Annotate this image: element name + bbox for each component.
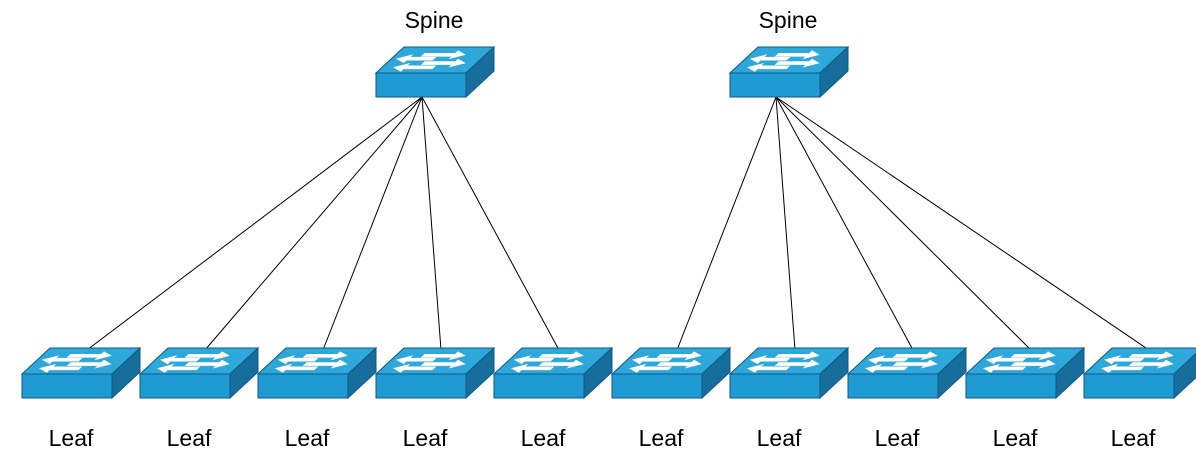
switch-side-face <box>937 346 967 400</box>
switch-arrows-icon <box>865 351 938 373</box>
switch-arrows-icon <box>1101 351 1174 373</box>
switch-front-face <box>965 373 1057 399</box>
leaf-switch-1 <box>20 346 142 400</box>
spine-switch-2 <box>728 45 850 99</box>
leaf-label: Leaf <box>1111 425 1156 451</box>
link-spine1-leaf2 <box>204 96 423 351</box>
switch-side-face <box>583 346 613 400</box>
switch-front-face <box>1083 373 1175 399</box>
switch-front-face <box>493 373 585 399</box>
link-spine1-leaf4 <box>421 96 442 351</box>
switch-side-face <box>1055 346 1085 400</box>
link-spine1-leaf1 <box>86 96 423 351</box>
link-spine2-leaf6 <box>676 96 777 351</box>
switch-side-face <box>465 346 495 400</box>
switch-front-face <box>257 373 349 399</box>
switch-side-face <box>229 346 259 400</box>
switch-arrows-icon <box>983 351 1056 373</box>
leaf-switch-9 <box>964 346 1086 400</box>
leaf-label: Leaf <box>757 425 802 451</box>
switch-arrows-icon <box>275 351 348 373</box>
spine-label: Spine <box>405 7 464 33</box>
links-layer <box>86 96 1150 351</box>
switch-side-face <box>1173 352 1196 400</box>
leaf-label: Leaf <box>285 425 330 451</box>
switch-front-face <box>729 373 821 399</box>
switch-arrows-icon <box>393 351 466 373</box>
leaf-label: Leaf <box>403 425 448 451</box>
switch-arrows-icon <box>747 351 820 373</box>
spine-switch-1 <box>374 45 496 99</box>
switch-arrows-icon <box>629 351 702 373</box>
switch-arrows-icon <box>39 351 112 373</box>
switch-side-face <box>347 346 377 400</box>
link-spine2-leaf7 <box>775 96 796 351</box>
link-spine2-leaf8 <box>775 96 914 351</box>
switch-front-face <box>729 72 821 98</box>
leaf-label: Leaf <box>639 425 684 451</box>
switch-arrows-icon <box>393 50 466 72</box>
leaf-label: Leaf <box>521 425 566 451</box>
switch-side-face <box>465 45 495 99</box>
link-spine1-leaf5 <box>421 96 560 351</box>
link-spine2-leaf9 <box>775 96 1032 351</box>
leaf-switch-2 <box>138 346 260 400</box>
switch-arrows-icon <box>157 351 230 373</box>
switch-arrows-icon <box>747 50 820 72</box>
switch-arrows-icon <box>511 351 584 373</box>
leaf-switch-7 <box>728 346 850 400</box>
switch-side-face <box>819 45 849 99</box>
switch-side-face <box>819 346 849 400</box>
leaf-label: Leaf <box>167 425 212 451</box>
leaf-label: Leaf <box>993 425 1038 451</box>
switch-front-face <box>611 373 703 399</box>
leaf-switch-3 <box>256 346 378 400</box>
leaf-label: Leaf <box>49 425 94 451</box>
leaf-switch-4 <box>374 346 496 400</box>
leaf-switch-6 <box>610 346 732 400</box>
switch-front-face <box>139 373 231 399</box>
link-spine1-leaf3 <box>322 96 423 351</box>
link-spine2-leaf10 <box>775 96 1150 351</box>
leaf-switch-5 <box>492 346 614 400</box>
switch-front-face <box>847 373 939 399</box>
spine-label: Spine <box>759 7 818 33</box>
switch-side-face <box>111 346 141 400</box>
leaf-label: Leaf <box>875 425 920 451</box>
leaf-switch-10 <box>1082 347 1196 400</box>
switch-front-face <box>21 373 113 399</box>
switch-front-face <box>375 72 467 98</box>
leaf-switch-8 <box>846 346 968 400</box>
switch-front-face <box>375 373 467 399</box>
switch-side-face <box>701 346 731 400</box>
